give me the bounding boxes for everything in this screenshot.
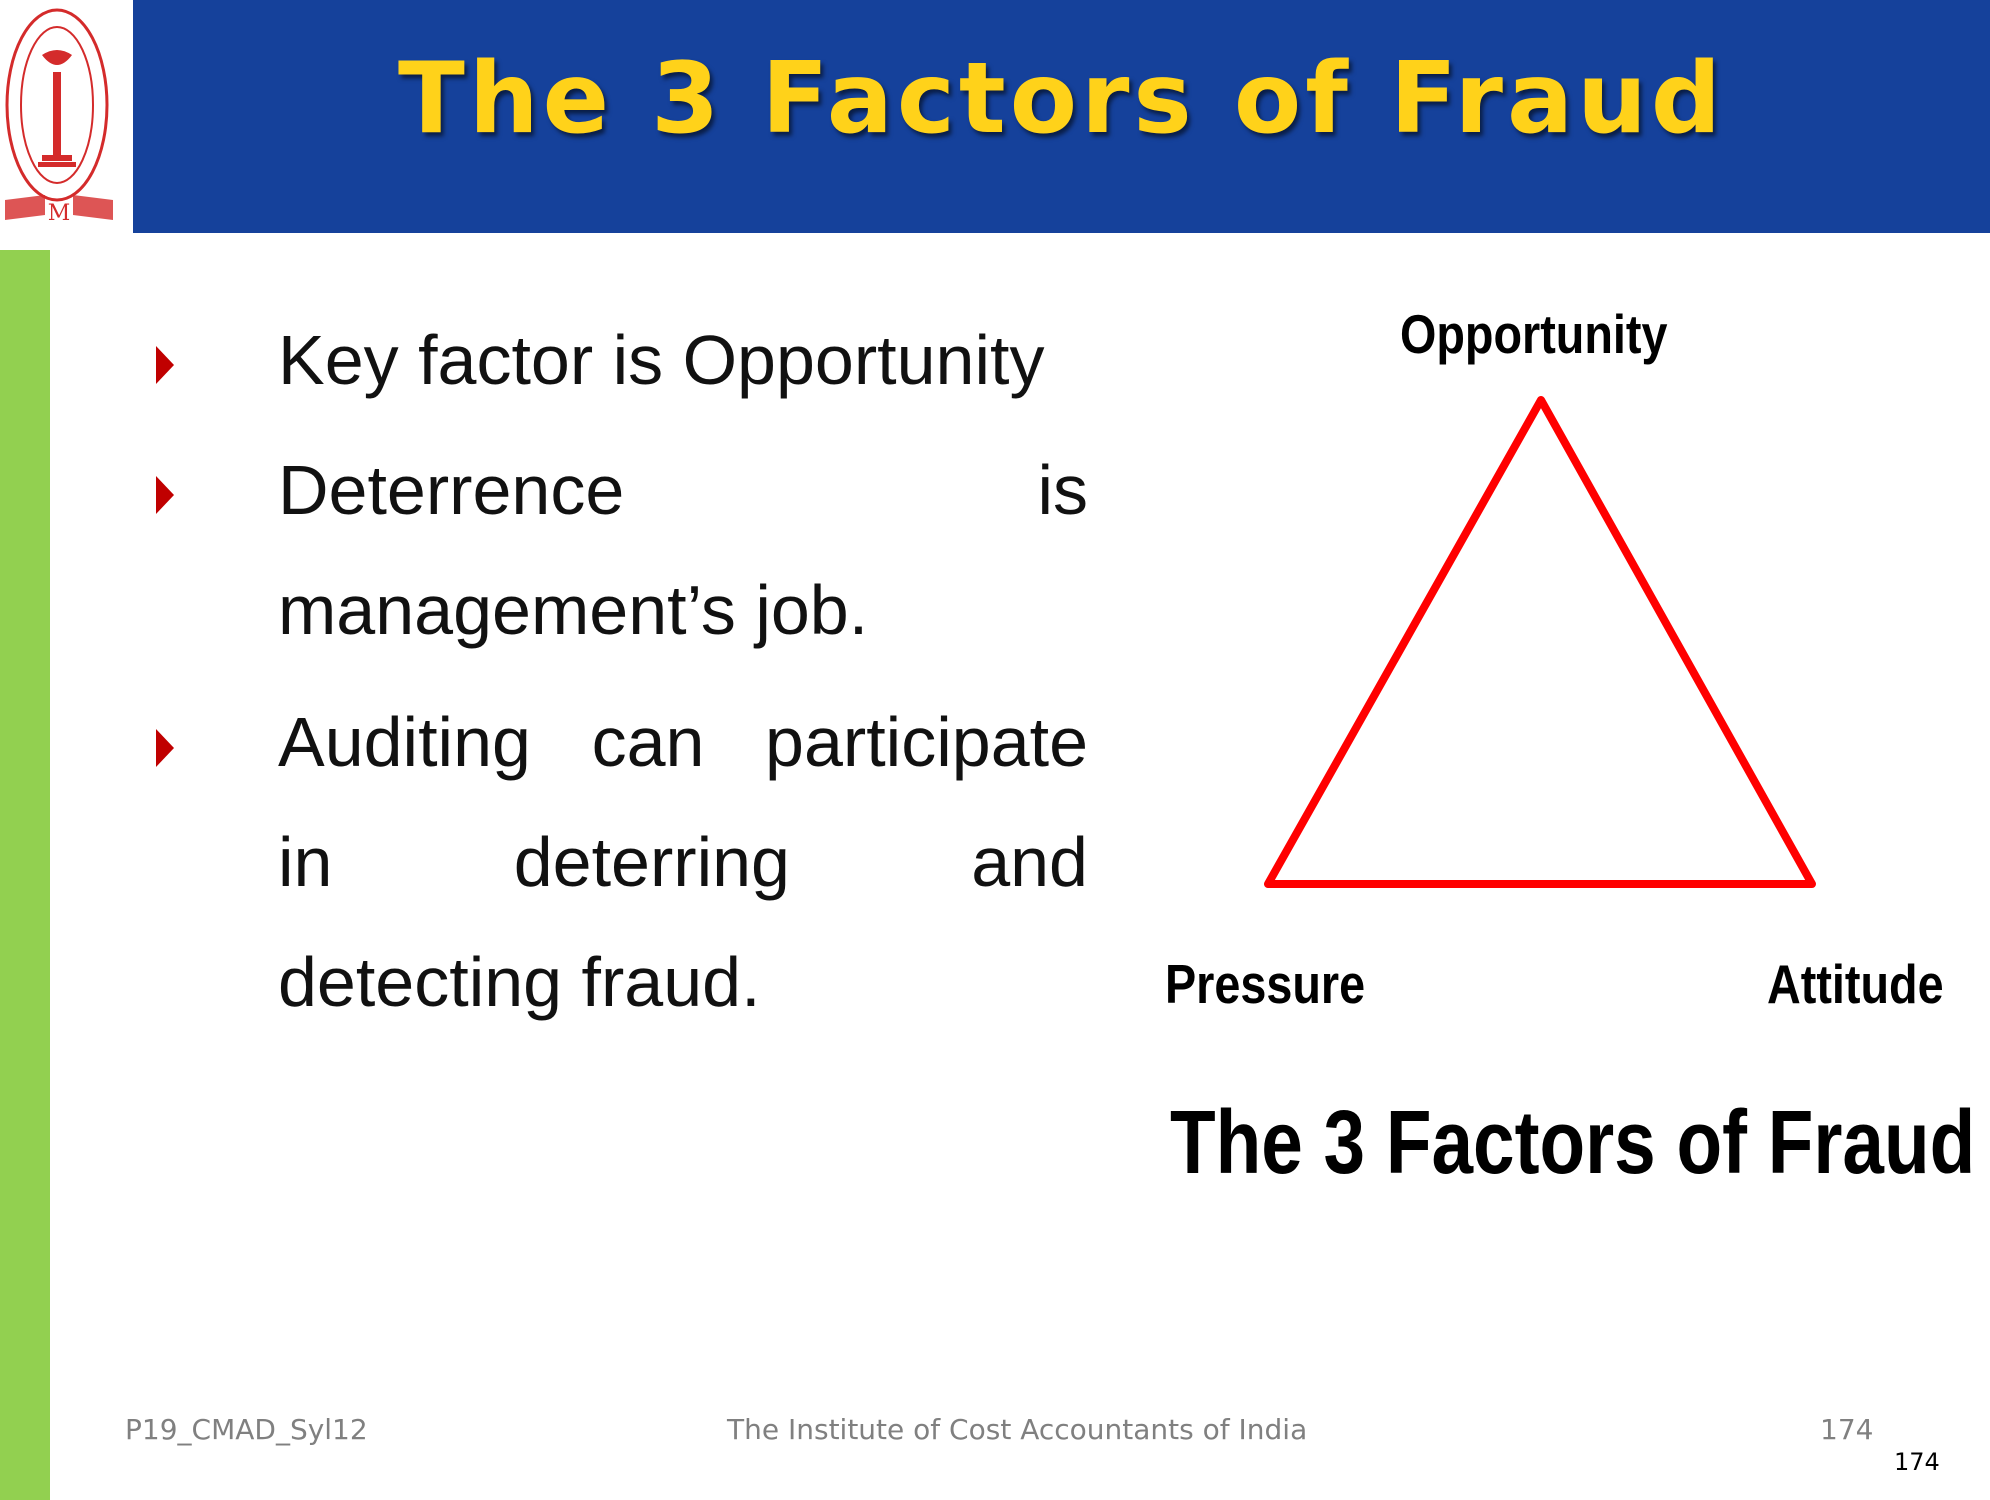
diagram-caption: The 3 Factors of Fraud <box>1170 1093 1976 1193</box>
label-opportunity: Opportunity <box>1400 303 1668 365</box>
slide-title: The 3 Factors of Fraud <box>397 42 1726 156</box>
footer-slide-number: 174 <box>1820 1413 1874 1446</box>
bullet-3-line-2: in deterring and <box>278 823 1088 901</box>
label-attitude: Attitude <box>1767 953 1944 1015</box>
footer-institute: The Institute of Cost Accountants of Ind… <box>727 1413 1308 1446</box>
bullet-arrow-icon <box>156 476 174 514</box>
bullet-1-line-1: Key factor is Opportunity <box>278 321 1045 399</box>
institute-logo: M <box>0 0 118 232</box>
bullet-2-line-2: management’s job. <box>278 571 869 649</box>
bullet-arrow-icon <box>156 729 174 767</box>
triangle-shape <box>1264 396 1816 888</box>
svg-text:M: M <box>48 201 71 226</box>
bullet-2-line-1: Deterrence is <box>278 451 1088 529</box>
bullet-arrow-icon <box>156 346 174 384</box>
bullet-3-line-1: Auditing can participate <box>278 703 1088 781</box>
title-banner: The 3 Factors of Fraud <box>133 0 1990 233</box>
accent-bar <box>0 250 50 1500</box>
bullet-3-line-3: detecting fraud. <box>278 943 761 1021</box>
label-pressure: Pressure <box>1165 953 1366 1015</box>
page-number: 174 <box>1894 1448 1940 1476</box>
footer-code: P19_CMAD_Syl12 <box>125 1413 368 1446</box>
